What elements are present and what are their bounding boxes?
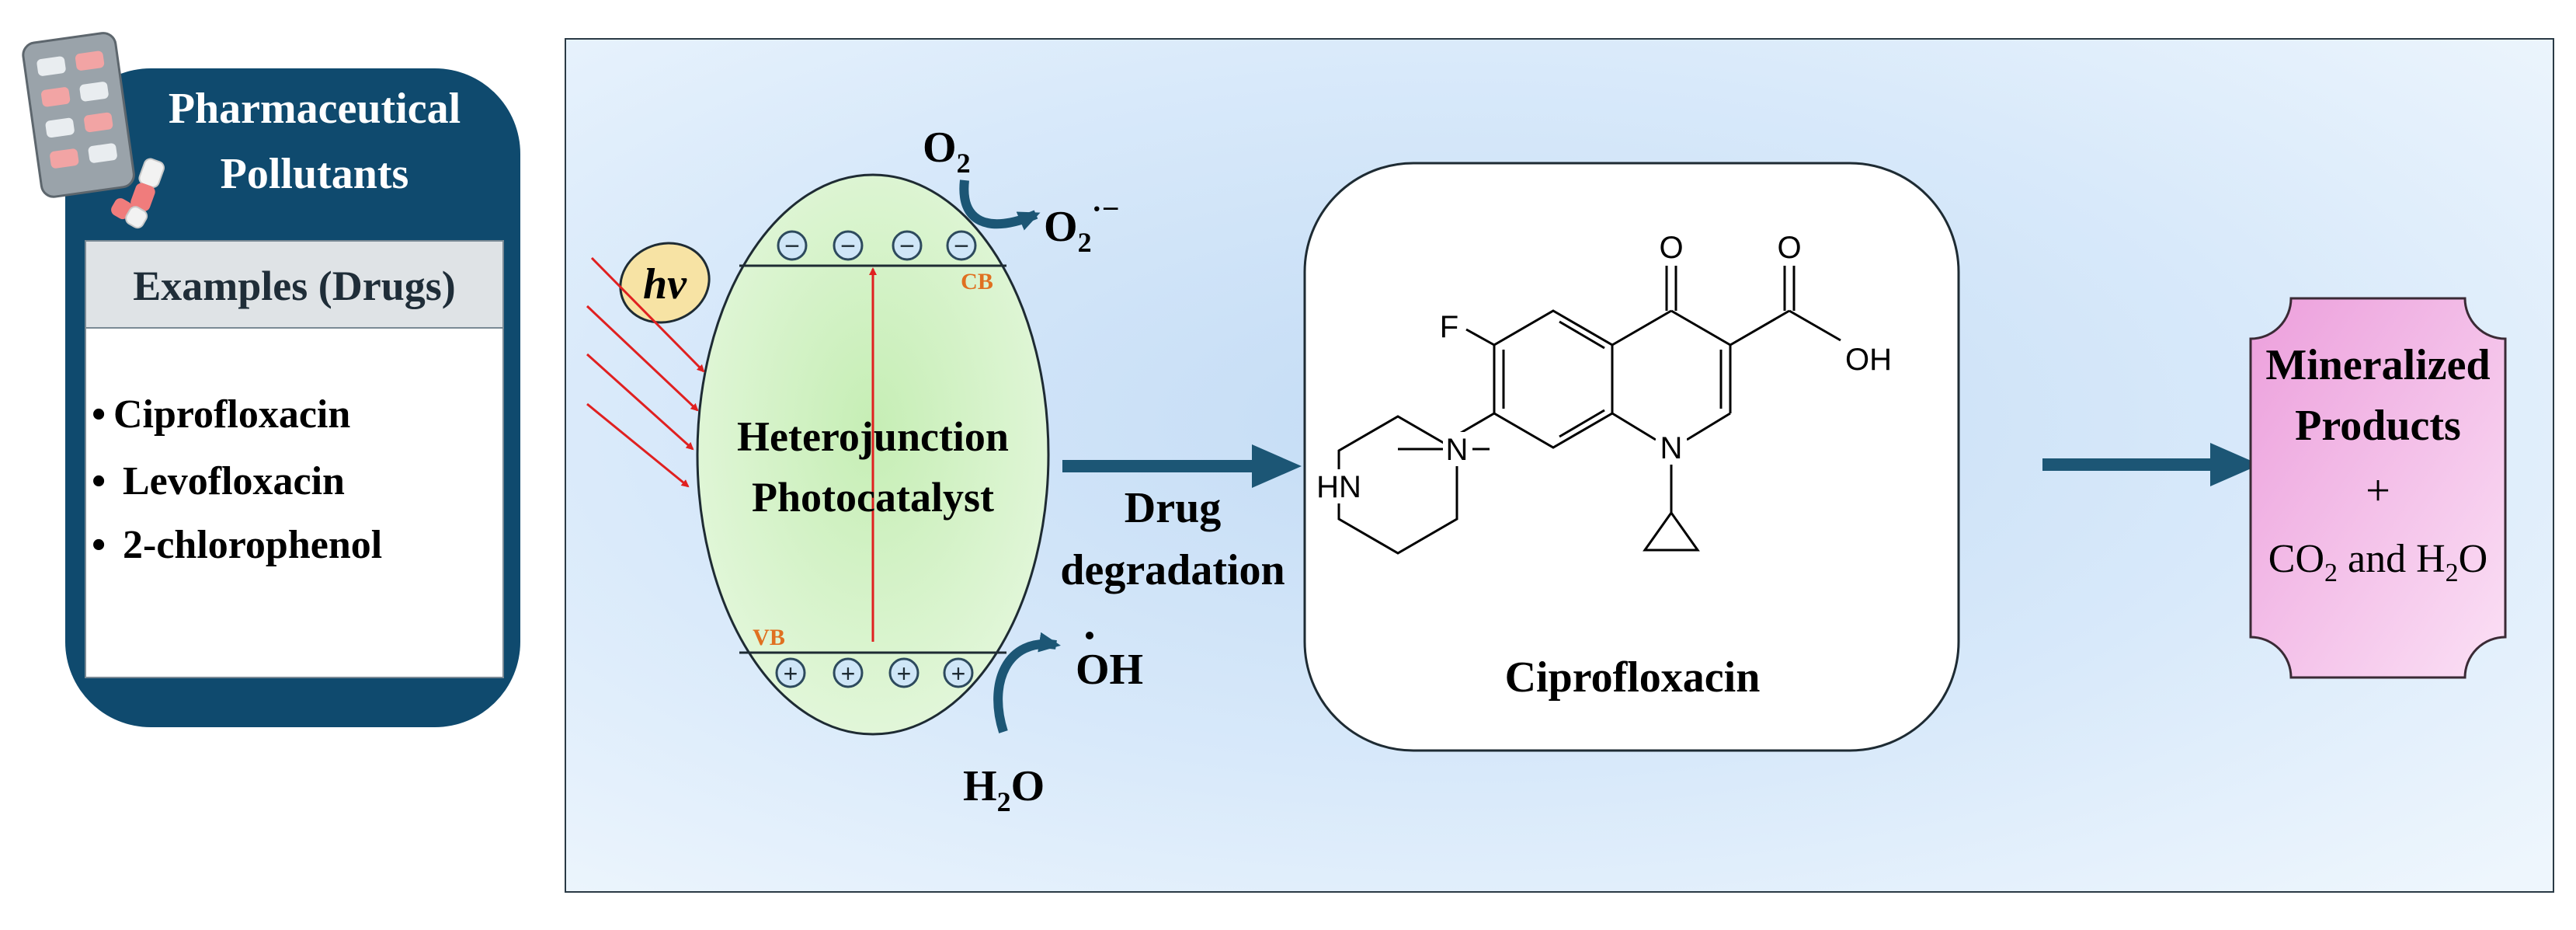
electron-icon — [777, 230, 808, 261]
atom-o: O — [1777, 231, 1801, 265]
products-co2-h2o: CO2 and H2O — [2268, 537, 2487, 587]
molecule-card: O O OH F N N HN Ciprofloxacin — [1303, 162, 1960, 752]
hydroxyl-label: OH — [1076, 646, 1143, 694]
arrow-shaft — [1062, 460, 1258, 472]
drug-list: • Ciprofloxacin • Levofloxacin • 2-chlor… — [92, 392, 382, 567]
atom-f: F — [1440, 310, 1458, 344]
atom-o: O — [1659, 231, 1683, 265]
hole-icon — [943, 657, 974, 688]
electron-icon — [946, 230, 977, 261]
drug-item: Levofloxacin — [123, 459, 345, 503]
svg-text:+: + — [841, 660, 856, 688]
arrow-label-line2: degradation — [1060, 546, 1285, 594]
electrons: − − − − — [777, 230, 977, 261]
atom-labels: O O OH F N N HN — [1316, 231, 1892, 504]
examples-header: Examples (Drugs) — [133, 263, 456, 309]
hole-icon — [888, 657, 920, 688]
drug-item: 2-chlorophenol — [123, 523, 382, 567]
drug-bullet: • — [92, 392, 106, 437]
arrow-head — [1252, 444, 1302, 488]
svg-text:+: + — [951, 660, 966, 688]
holes: + + + + — [775, 657, 974, 688]
o2-label: O2 — [923, 124, 971, 179]
products-line2: Products — [2295, 402, 2461, 450]
photocatalyst: − − − − + + + + CB VB Heterojunction Pho… — [696, 173, 1050, 736]
products-box — [2249, 297, 2507, 679]
hv-label: hν — [643, 260, 687, 308]
h2o-label: H2O — [963, 762, 1045, 817]
cb-label: CB — [961, 269, 993, 294]
ciprofloxacin-structure — [1337, 259, 1841, 555]
catalyst-label-line1: Heterojunction — [737, 413, 1009, 460]
oxygen-reduction: O2 O2·− — [923, 124, 1120, 258]
vb-label: VB — [753, 625, 785, 650]
products-card: Mineralized Products + CO2 and H2O — [2249, 297, 2507, 679]
light-source: hν — [586, 242, 711, 488]
electron-icon — [892, 230, 923, 261]
hole-icon — [775, 657, 806, 688]
svg-text:−: − — [899, 232, 915, 261]
arrow-shaft — [2042, 458, 2216, 471]
degradation-arrow: Drug degradation — [1060, 444, 1302, 594]
examples-header-box — [85, 240, 504, 329]
pill-blister-icon — [22, 32, 165, 229]
light-ray — [590, 256, 705, 373]
light-ray — [586, 353, 694, 451]
atom-hn: HN — [1316, 470, 1361, 504]
catalyst-label-line2: Photocatalyst — [752, 474, 994, 521]
arrow-head — [2210, 443, 2260, 486]
products-plus: + — [2366, 467, 2390, 515]
arrow-label-line1: Drug — [1125, 484, 1221, 532]
pollutants-title-line2: Pollutants — [221, 150, 409, 198]
curved-arrow-icon — [959, 179, 1041, 231]
hv-badge — [619, 242, 711, 324]
products-line1: Mineralized — [2265, 341, 2490, 389]
light-ray — [586, 402, 690, 488]
mineralization-arrow — [2042, 443, 2260, 486]
svg-text:−: − — [784, 232, 800, 261]
drug-bullet: • — [92, 523, 106, 567]
electron-icon — [833, 230, 864, 261]
molecule-name: Ciprofloxacin — [1505, 653, 1761, 702]
curved-arrow-icon — [993, 632, 1061, 733]
superoxide-label: O2·− — [1044, 191, 1120, 258]
svg-text:+: + — [897, 660, 912, 688]
drug-item: Ciprofloxacin — [113, 392, 350, 437]
water-oxidation: OH H2O — [963, 632, 1143, 817]
radical-dot — [1086, 632, 1093, 639]
drug-list-box — [85, 327, 504, 678]
light-ray — [586, 305, 699, 412]
pollutants-title-line1: Pharmaceutical — [169, 85, 461, 133]
atom-n: N — [1660, 431, 1683, 465]
svg-text:+: + — [784, 660, 798, 688]
atom-oh: OH — [1845, 343, 1892, 377]
pollutants-panel: Pharmaceutical Pollutants Examples (Drug… — [22, 32, 520, 727]
svg-text:−: − — [840, 232, 856, 261]
svg-text:−: − — [954, 232, 969, 261]
drug-bullet: • — [92, 459, 106, 503]
atom-n: N — [1446, 433, 1469, 467]
hole-icon — [833, 657, 864, 688]
